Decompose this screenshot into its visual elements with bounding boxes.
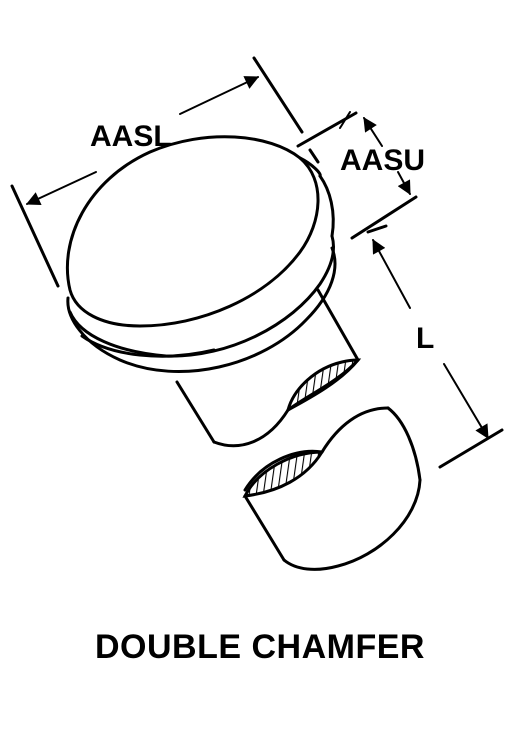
pin-head <box>65 135 337 373</box>
dimension-aasl: AASL <box>10 56 304 288</box>
lower-shank <box>242 406 422 571</box>
aasu-label: AASU <box>340 144 425 177</box>
lower-cut-face <box>242 450 325 498</box>
figure-caption: DOUBLE CHAMFER <box>95 628 425 666</box>
upper-cut-face <box>285 358 362 414</box>
dimension-length: L <box>366 224 504 469</box>
dimension-aasu: AASU <box>296 111 425 240</box>
aasl-label: AASL <box>90 120 172 153</box>
upper-shank <box>175 288 362 448</box>
length-label: L <box>416 322 434 355</box>
